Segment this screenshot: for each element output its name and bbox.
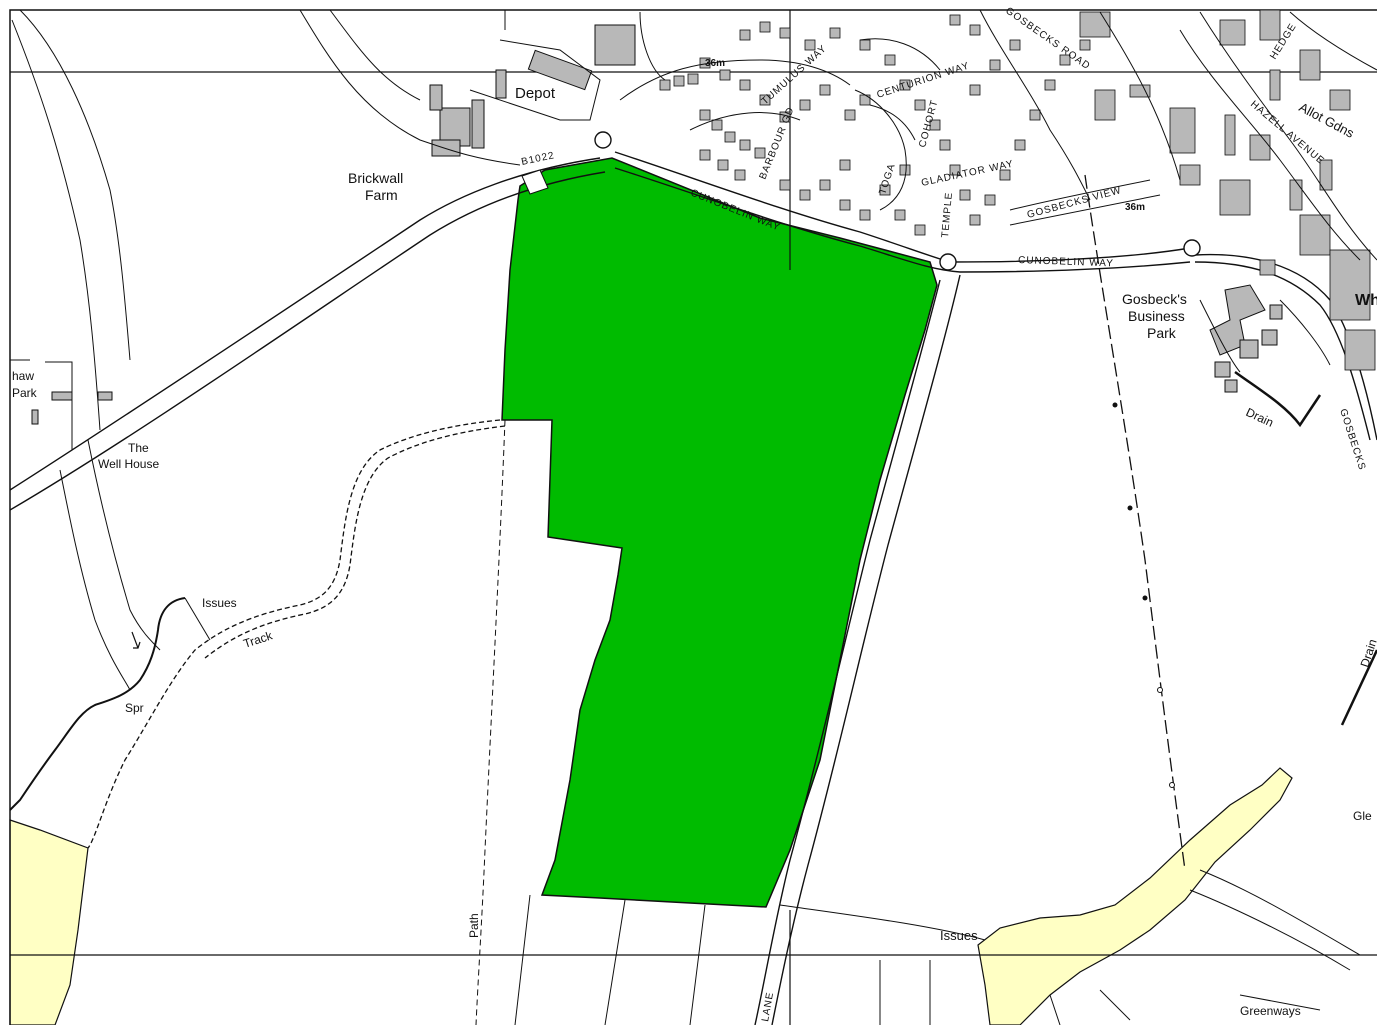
label-issues-west: Issues bbox=[202, 596, 237, 610]
label-shaw-park-1: haw bbox=[12, 369, 34, 383]
allocation-area-west[interactable] bbox=[9, 819, 89, 1025]
drain-east bbox=[1340, 649, 1377, 726]
label-well-house-1: The bbox=[128, 441, 149, 455]
label-greenways: Greenways bbox=[1240, 1004, 1301, 1018]
allocation-area-south-east[interactable] bbox=[977, 767, 1293, 1025]
spot-height-1: 36m bbox=[705, 58, 725, 69]
road-b1022 bbox=[9, 157, 606, 511]
shaw-park-outline bbox=[10, 359, 73, 450]
map-border bbox=[9, 9, 1377, 1025]
business-park-buildings bbox=[1209, 284, 1283, 393]
label-gle: Gle bbox=[1353, 809, 1372, 823]
road-lane-south bbox=[754, 274, 961, 1025]
field-boundaries-west bbox=[11, 9, 211, 691]
stream-arrow-icon bbox=[131, 631, 141, 649]
drain-business-park bbox=[1234, 370, 1322, 428]
roundabout-east bbox=[1183, 239, 1201, 257]
housing-estate-roads bbox=[619, 9, 1377, 261]
label-issues-south: Issues bbox=[940, 928, 978, 943]
label-shaw-park-2: Park bbox=[12, 386, 38, 400]
road-label-lane: LANE bbox=[760, 991, 776, 1023]
housing-estate bbox=[659, 9, 1376, 371]
label-path: Path bbox=[467, 913, 481, 938]
depot-buildings bbox=[429, 24, 636, 157]
power-line bbox=[1084, 174, 1186, 871]
roundabout-west bbox=[594, 131, 612, 149]
label-business-park-3: Park bbox=[1147, 325, 1177, 341]
stream bbox=[9, 597, 186, 811]
roundabout-centre bbox=[939, 253, 957, 271]
label-brickwall-farm-2: Farm bbox=[365, 187, 398, 203]
label-brickwall-farm-1: Brickwall bbox=[348, 170, 403, 186]
field-boundaries-south bbox=[514, 869, 1361, 1025]
label-wh: Wh bbox=[1355, 292, 1377, 309]
site-boundary[interactable] bbox=[501, 157, 938, 908]
label-business-park-1: Gosbeck's bbox=[1122, 291, 1187, 307]
grid-lines bbox=[10, 10, 1377, 1025]
footpath bbox=[475, 419, 506, 1025]
label-business-park-2: Business bbox=[1128, 308, 1185, 324]
track bbox=[87, 419, 506, 849]
label-depot: Depot bbox=[515, 85, 556, 102]
spot-height-2: 36m bbox=[1125, 202, 1145, 213]
business-park-outline bbox=[1199, 299, 1331, 373]
label-well-house-2: Well House bbox=[98, 457, 159, 471]
road-label-temple: TEMPLE bbox=[940, 191, 955, 238]
road-label-cunobelin-way-2: CUNOBELIN WAY bbox=[1018, 255, 1114, 269]
shaw-park-buildings bbox=[31, 391, 113, 425]
site-corner-building bbox=[521, 169, 549, 195]
depot-outline bbox=[299, 9, 666, 166]
label-spr: Spr bbox=[125, 701, 144, 715]
